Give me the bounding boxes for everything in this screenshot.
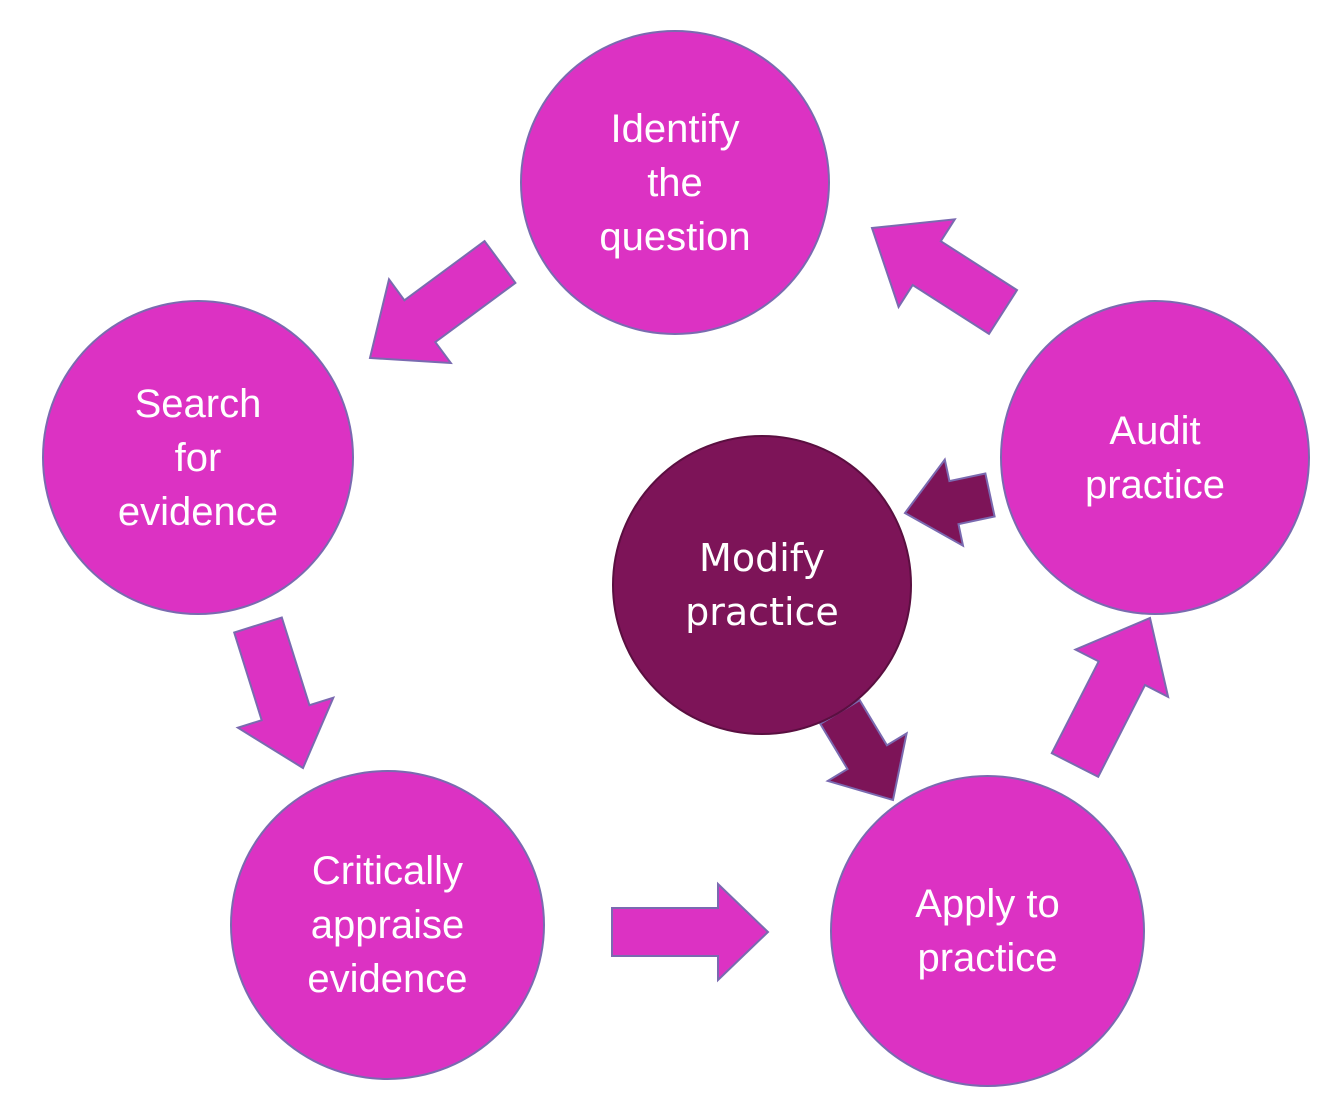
node-audit-label: Audit practice [1084, 408, 1226, 507]
arrow-appraise-to-apply [611, 881, 770, 983]
node-critically-appraise-evidence: Critically appraise evidence [230, 770, 545, 1080]
arrow-modify-to-apply [818, 698, 909, 802]
node-search-label: Search for evidence [117, 381, 279, 534]
node-modify-practice: Modify practice [612, 435, 912, 735]
node-identify-label: Identify the question [599, 106, 751, 259]
arrow-audit-to-identify [870, 218, 1019, 336]
arrow-identify-to-search [368, 239, 517, 365]
node-audit-practice: Audit practice [1000, 300, 1310, 615]
node-appraise-label: Critically appraise evidence [307, 849, 468, 1001]
node-identify-the-question: Identify the question [520, 30, 830, 335]
node-modify-label: Modify practice [685, 536, 839, 634]
arrow-audit-to-modify [903, 457, 996, 548]
node-apply-to-practice: Apply to practice [830, 775, 1145, 1087]
node-apply-label: Apply to practice [915, 882, 1060, 980]
arrow-search-to-appraise [232, 616, 336, 770]
node-search-for-evidence: Search for evidence [42, 300, 354, 615]
arrow-apply-to-audit [1050, 616, 1170, 779]
